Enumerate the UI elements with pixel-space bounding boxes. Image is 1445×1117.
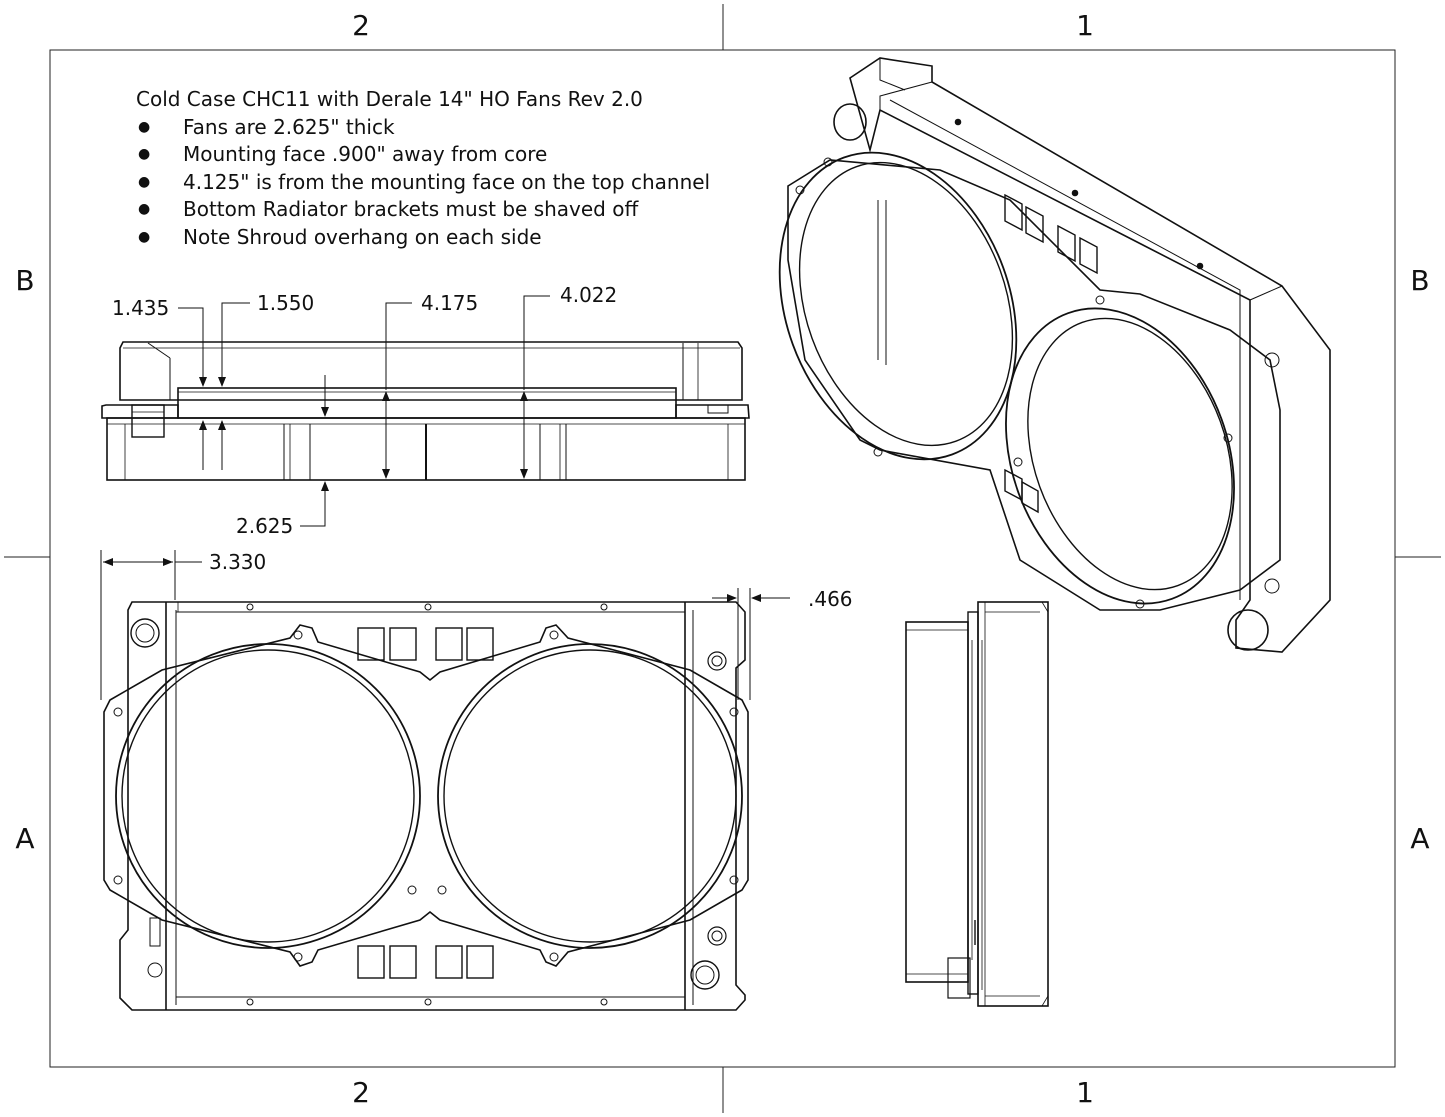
notes-list: ●Fans are 2.625" thick ●Mounting face .9… [136, 114, 710, 252]
note-item: ●Bottom Radiator brackets must be shaved… [136, 196, 710, 224]
bullet-icon: ● [138, 118, 151, 135]
dimension-1435: 1.435 [112, 296, 169, 320]
zone-label-right-b: B [1410, 264, 1429, 297]
isometric-view [778, 57, 1331, 653]
bullet-icon: ● [138, 146, 151, 162]
dimension-2625: 2.625 [236, 514, 293, 538]
dimension-3330: 3.330 [209, 550, 266, 574]
top-view-dimensions [178, 295, 550, 527]
dimension-1550: 1.550 [257, 291, 314, 315]
bullet-icon: ● [138, 228, 151, 245]
front-view [103, 601, 749, 1011]
bullet-icon: ● [138, 201, 151, 217]
zone-label-left-b: B [15, 264, 34, 297]
drawing-notes: Cold Case CHC11 with Derale 14" HO Fans … [136, 86, 710, 251]
top-view [101, 341, 750, 481]
bullet-icon: ● [138, 173, 151, 190]
zone-label-top-2: 2 [352, 9, 370, 42]
dimension-4175: 4.175 [421, 291, 478, 315]
zone-label-top-1: 1 [1076, 9, 1094, 42]
zone-label-left-a: A [15, 822, 34, 855]
zone-label-bottom-1: 1 [1076, 1076, 1094, 1109]
dimension-4022: 4.022 [560, 283, 617, 307]
notes-title: Cold Case CHC11 with Derale 14" HO Fans … [136, 87, 643, 111]
front-view-dimensions [100, 550, 790, 700]
zone-label-right-a: A [1410, 822, 1429, 855]
sheet-frame [4, 4, 1441, 1113]
note-item: ●4.125" is from the mounting face on the… [136, 169, 710, 197]
note-item: ●Note Shroud overhang on each side [136, 224, 710, 252]
note-item: ●Fans are 2.625" thick [136, 114, 710, 142]
side-view [905, 601, 1049, 1007]
note-item: ●Mounting face .900" away from core [136, 141, 710, 169]
zone-label-bottom-2: 2 [352, 1076, 370, 1109]
dimension-466: .466 [808, 587, 853, 611]
